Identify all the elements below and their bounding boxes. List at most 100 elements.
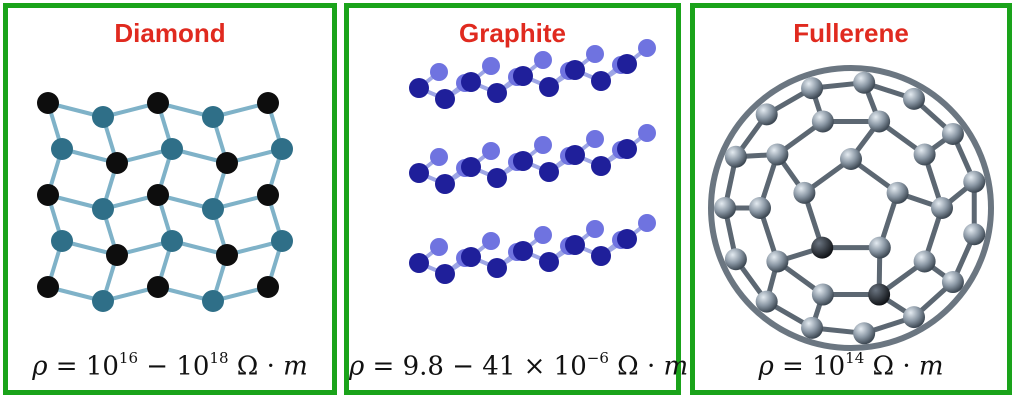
- graphite-atom: [482, 57, 500, 75]
- graphite-atom: [534, 226, 552, 244]
- diamond-resistivity-formula: ρ = 1016 − 1018 Ω · m: [8, 349, 332, 382]
- fullerene-atom: [811, 110, 834, 133]
- graphite-atom: [430, 63, 448, 81]
- graphite-atom: [513, 151, 533, 171]
- graphite-atom: [586, 45, 604, 63]
- graphite-atom: [487, 83, 507, 103]
- fullerene-atom: [941, 122, 964, 145]
- graphite-atom: [435, 264, 455, 284]
- graphite-atom: [591, 156, 611, 176]
- fullerene-atom: [868, 110, 891, 133]
- unit: Ω ·: [864, 352, 919, 382]
- fullerene-atom: [766, 250, 789, 273]
- carbon-atom: [147, 184, 169, 206]
- formula-part: = 9.8 − 41 × 10: [364, 352, 587, 382]
- fullerene-atom: [714, 197, 736, 219]
- fullerene-atom: [913, 250, 936, 273]
- graphite-atom: [513, 241, 533, 261]
- fullerene-atom: [853, 322, 876, 345]
- diamond-panel: Diamond ρ = 1016 − 1018 Ω · m: [3, 3, 337, 395]
- fullerene-atom: [793, 181, 816, 204]
- carbon-atom: [216, 244, 238, 266]
- unit-m: m: [283, 352, 308, 382]
- carbon-atom: [147, 276, 169, 298]
- carbon-atom: [92, 290, 114, 312]
- fullerene-atom: [853, 71, 876, 94]
- fullerene-atom: [963, 223, 986, 246]
- fullerene-outline: [708, 65, 994, 351]
- fullerene-atom: [941, 271, 964, 294]
- graphite-atom: [482, 142, 500, 160]
- graphite-atom: [638, 214, 656, 232]
- carbon-atom: [92, 198, 114, 220]
- graphite-atom: [461, 157, 481, 177]
- carbon-atom: [51, 138, 73, 160]
- graphite-title: Graphite: [459, 18, 566, 48]
- carbon-atom: [106, 244, 128, 266]
- exponent: 16: [118, 349, 138, 368]
- fullerene-atom: [766, 143, 789, 166]
- graphite-atom: [638, 39, 656, 57]
- unit-m: m: [663, 352, 689, 382]
- rho-symbol: ρ: [349, 352, 365, 382]
- carbon-atom: [271, 230, 293, 252]
- fullerene-atom: [755, 103, 778, 126]
- carbon-atom: [161, 230, 183, 252]
- unit: Ω ·: [608, 352, 664, 382]
- fullerene-atom: [840, 148, 862, 170]
- graphite-atom: [617, 139, 637, 159]
- carbon-atom: [216, 152, 238, 174]
- fullerene-atom: [913, 143, 936, 166]
- carbon-atom: [257, 276, 279, 298]
- exponent: 18: [209, 349, 229, 368]
- graphite-atom: [487, 168, 507, 188]
- graphite-atom: [409, 253, 429, 273]
- fullerene-atom: [801, 77, 824, 100]
- graphite-panel: Graphite ρ = 9.8 − 41 × 10−6 Ω · m: [344, 3, 688, 395]
- fullerene-atom: [749, 197, 771, 219]
- graphite-atom: [430, 238, 448, 256]
- graphite-atom: [565, 60, 585, 80]
- graphite-atom: [513, 66, 533, 86]
- graphite-atom: [539, 77, 559, 97]
- exponent: −6: [586, 349, 609, 368]
- carbon-atom: [161, 138, 183, 160]
- fullerene-structure-illustration: [708, 65, 994, 351]
- carbon-atom: [257, 92, 279, 114]
- formula-part: = 10: [47, 352, 119, 382]
- graphite-atom: [539, 162, 559, 182]
- carbon-atom: [106, 152, 128, 174]
- graphite-atom: [591, 71, 611, 91]
- fullerene-atom: [811, 236, 834, 259]
- rho-symbol: ρ: [32, 352, 48, 382]
- graphite-atom: [534, 51, 552, 69]
- fullerene-atom: [931, 197, 953, 219]
- fullerene-resistivity-formula: ρ = 1014 Ω · m: [695, 349, 1007, 382]
- carbon-atom: [202, 198, 224, 220]
- graphite-atom: [487, 258, 507, 278]
- carbon-atom: [37, 184, 59, 206]
- graphite-atom: [409, 78, 429, 98]
- carbon-atom: [257, 184, 279, 206]
- carbon-atom: [51, 230, 73, 252]
- unit: Ω ·: [228, 352, 284, 382]
- carbon-atom: [37, 92, 59, 114]
- carbon-atom: [271, 138, 293, 160]
- carbon-atom: [147, 92, 169, 114]
- fullerene-atom: [811, 283, 834, 306]
- carbon-atom: [202, 106, 224, 128]
- fullerene-panel: Fullerene ρ = 1014 Ω · m: [690, 3, 1012, 395]
- graphite-atom: [409, 163, 429, 183]
- graphite-atom: [435, 174, 455, 194]
- graphite-atom: [617, 54, 637, 74]
- formula-part: = 10: [773, 352, 846, 382]
- graphite-atom: [617, 229, 637, 249]
- fullerene-atom: [801, 316, 824, 339]
- graphite-structure-illustration: [409, 39, 656, 284]
- fullerene-atom: [724, 145, 747, 168]
- carbon-atom: [202, 290, 224, 312]
- graphite-atom: [539, 252, 559, 272]
- graphite-atom: [586, 220, 604, 238]
- fullerene-atom: [903, 87, 925, 110]
- fullerene-atom: [755, 290, 778, 313]
